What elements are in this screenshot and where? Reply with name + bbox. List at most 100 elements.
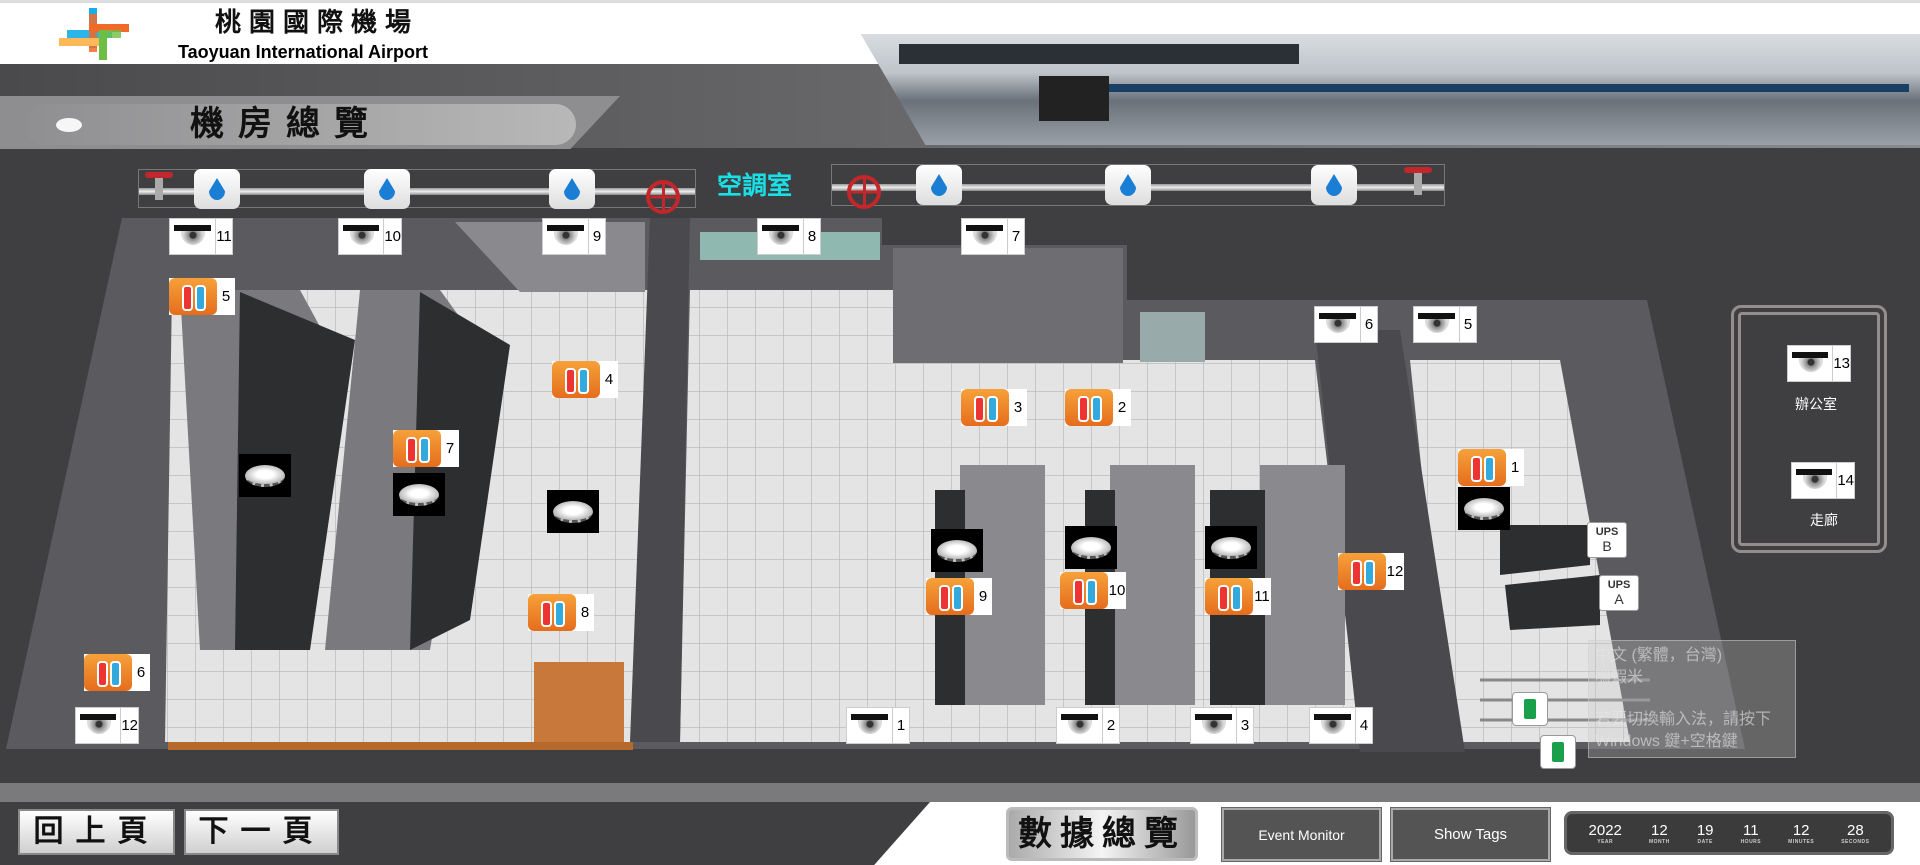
water-leak-sensor-icon[interactable] [549, 169, 595, 209]
cctv-camera-icon [962, 219, 1008, 254]
smoke-detector-icon[interactable] [547, 490, 599, 533]
cctv-camera-icon [1414, 307, 1460, 342]
camera-marker[interactable]: 7 [961, 218, 1025, 255]
camera-marker[interactable]: 1 [846, 707, 910, 744]
faucet-icon [143, 172, 173, 202]
thermometer-icon [1205, 578, 1253, 615]
cctv-camera-icon [76, 708, 122, 743]
camera-number: 2 [1106, 717, 1116, 734]
thermometer-icon [84, 654, 132, 691]
smoke-detector-icon[interactable] [1458, 487, 1510, 530]
camera-marker[interactable]: 8 [757, 218, 821, 255]
thermometer-icon [1065, 389, 1113, 426]
page-title: 機房總覽 [190, 104, 382, 144]
water-leak-sensor-icon[interactable] [1311, 165, 1357, 205]
camera-number: 8 [807, 228, 817, 245]
temp-humidity-sensor[interactable]: 8 [528, 594, 594, 631]
temp-humidity-sensor[interactable]: 9 [926, 578, 992, 615]
camera-marker[interactable]: 6 [1314, 306, 1378, 343]
airport-name-chinese: 桃園國際機場 [215, 8, 420, 38]
camera-13[interactable]: 13 [1787, 345, 1851, 382]
water-leak-sensor-icon[interactable] [364, 169, 410, 209]
temp-humidity-sensor[interactable]: 11 [1205, 578, 1271, 615]
cctv-camera-icon [1310, 708, 1356, 743]
temp-humidity-sensor[interactable]: 1 [1458, 449, 1524, 486]
camera-number: 4 [1359, 717, 1369, 734]
temp-humidity-sensor[interactable]: 3 [961, 389, 1027, 426]
temp-humidity-sensor[interactable]: 5 [169, 278, 235, 315]
cctv-camera-icon [170, 219, 216, 254]
ime-tooltip: 中文 (繁體，台灣) 嘸蝦米 若要切換輸入法，請按下 Windows 鍵+空格鍵 [1588, 640, 1796, 758]
water-leak-sensor-icon[interactable] [916, 165, 962, 205]
camera-marker[interactable]: 3 [1190, 707, 1254, 744]
indicator-dot [56, 118, 82, 132]
water-pipe-right [831, 164, 1445, 209]
camera-marker[interactable]: 10 [338, 218, 402, 255]
show-tags-button[interactable]: Show Tags [1390, 807, 1551, 862]
next-page-button[interactable]: 下一頁 [184, 809, 339, 855]
smoke-detector-icon[interactable] [931, 529, 983, 572]
valve-wheel-icon [646, 180, 680, 214]
camera-number: 3 [1240, 717, 1250, 734]
temp-humidity-sensor[interactable]: 4 [552, 361, 618, 398]
data-overview-button[interactable]: 數據總覽 [1006, 807, 1198, 861]
cctv-camera-icon [339, 219, 385, 254]
server-room-floorplan [6, 218, 1745, 752]
sensor-number: 9 [974, 578, 992, 615]
sensor-number: 2 [1113, 389, 1131, 426]
camera-marker[interactable]: 2 [1056, 707, 1120, 744]
event-monitor-button[interactable]: Event Monitor [1221, 807, 1382, 862]
airport-name-english: Taoyuan International Airport [178, 42, 429, 62]
cctv-camera-icon [1788, 346, 1834, 381]
cctv-camera-icon [1057, 708, 1103, 743]
prev-page-button[interactable]: 回上頁 [18, 809, 175, 855]
camera-marker[interactable]: 11 [169, 218, 233, 255]
water-leak-sensor-icon[interactable] [194, 169, 240, 209]
temp-humidity-sensor[interactable]: 12 [1338, 553, 1404, 590]
thermometer-icon [169, 278, 217, 315]
temp-humidity-sensor[interactable]: 10 [1060, 572, 1126, 609]
cctv-camera-icon [1792, 463, 1838, 498]
terminal-photo [860, 34, 1920, 145]
battery-icon[interactable] [1540, 735, 1576, 769]
smoke-detector-icon[interactable] [1205, 526, 1257, 569]
corridor-label: 走廊 [1810, 512, 1838, 528]
camera-number: 1 [896, 717, 906, 734]
thermometer-icon [393, 430, 441, 467]
camera-marker[interactable]: 12 [75, 707, 139, 744]
airport-logo [59, 8, 129, 60]
temp-humidity-sensor[interactable]: 7 [393, 430, 459, 467]
camera-14[interactable]: 14 [1791, 462, 1855, 499]
cctv-camera-icon [847, 708, 893, 743]
camera-number: 10 [384, 228, 401, 245]
sensor-number: 4 [600, 361, 618, 398]
door [534, 662, 624, 742]
water-leak-sensor-icon[interactable] [1105, 165, 1151, 205]
smoke-detector-icon[interactable] [393, 473, 445, 516]
camera-number: 11 [216, 228, 232, 245]
temp-humidity-sensor[interactable]: 6 [84, 654, 150, 691]
cctv-camera-icon [1315, 307, 1361, 342]
battery-icon[interactable] [1512, 692, 1548, 726]
camera-number: 5 [1463, 316, 1473, 333]
sensor-number: 12 [1386, 553, 1404, 590]
camera-marker[interactable]: 5 [1413, 306, 1477, 343]
cctv-camera-icon [1191, 708, 1237, 743]
thermometer-icon [1458, 449, 1506, 486]
sensor-number: 11 [1253, 578, 1271, 615]
camera-marker[interactable]: 4 [1309, 707, 1373, 744]
camera-number: 12 [121, 717, 138, 734]
smoke-detector-icon[interactable] [1065, 526, 1117, 569]
thermometer-icon [1338, 553, 1386, 590]
temp-humidity-sensor[interactable]: 2 [1065, 389, 1131, 426]
sensor-number: 3 [1009, 389, 1027, 426]
camera-marker[interactable]: 9 [542, 218, 606, 255]
smoke-detector-icon[interactable] [239, 454, 291, 497]
camera-number: 9 [592, 228, 602, 245]
